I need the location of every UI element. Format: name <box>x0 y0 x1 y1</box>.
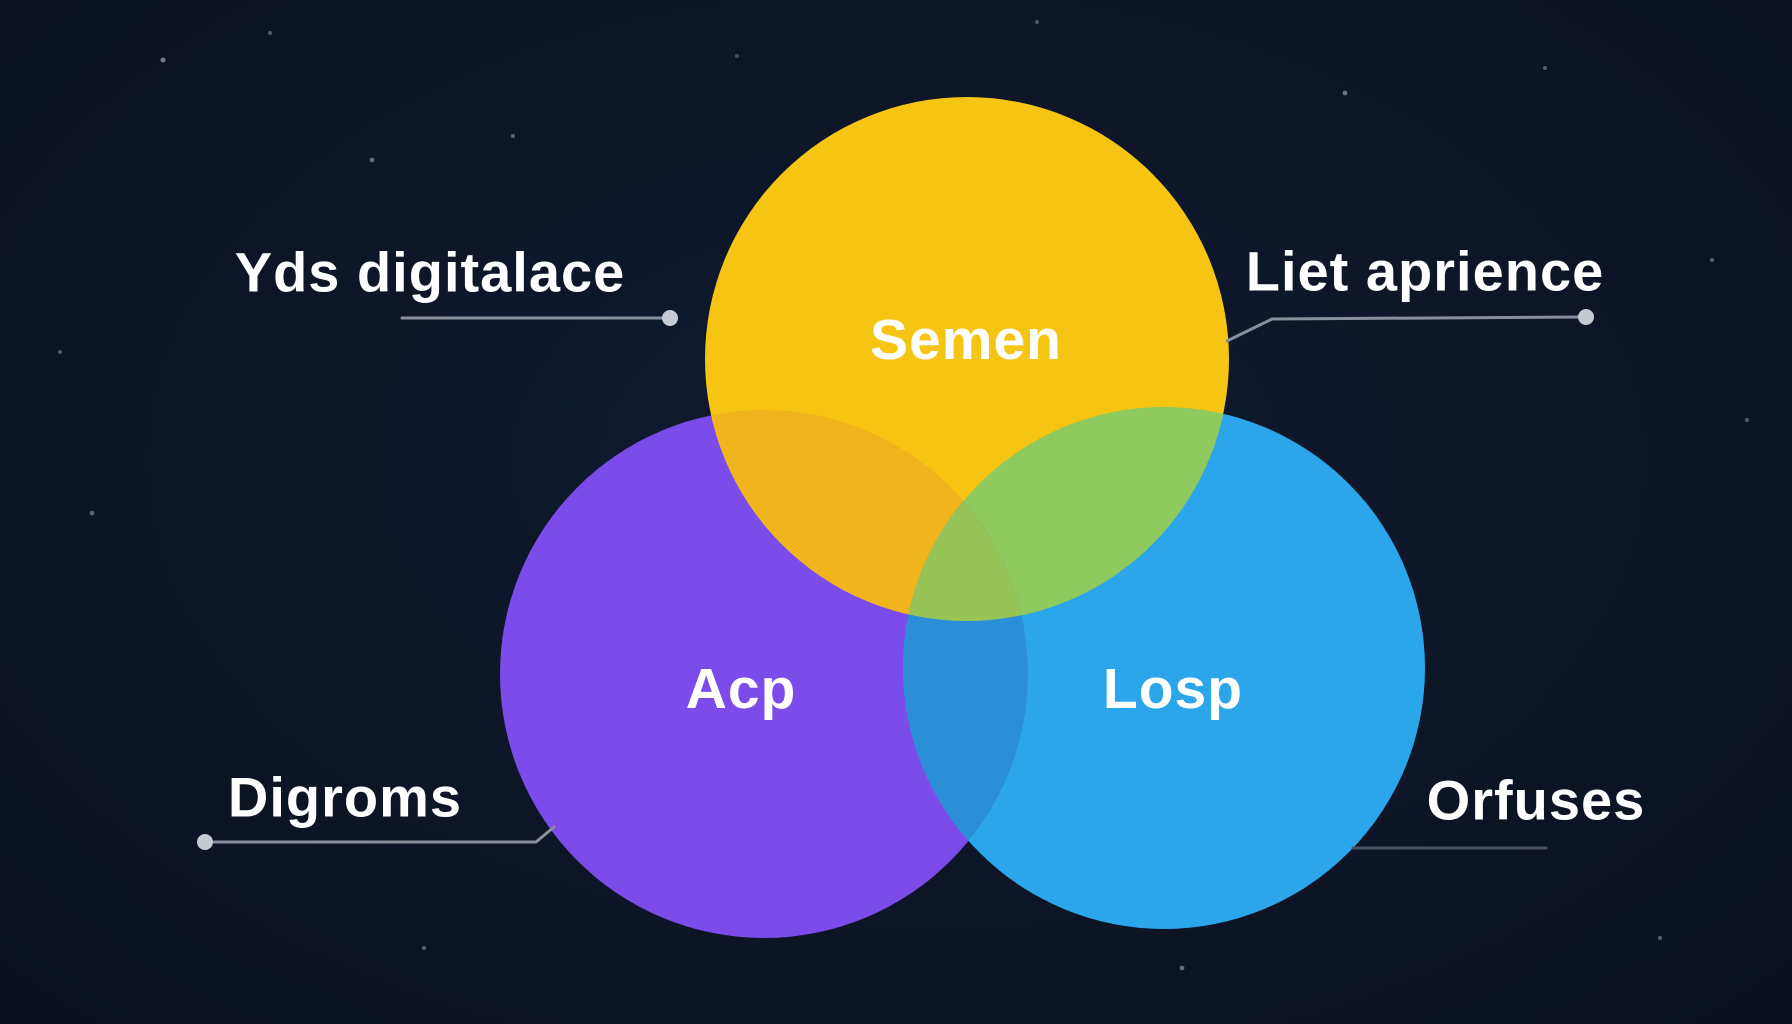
leader-line-top-right <box>1225 315 1582 343</box>
star-speck <box>369 157 375 163</box>
star-speck <box>1710 258 1714 262</box>
star-speck <box>422 946 426 950</box>
star-field <box>58 20 1749 971</box>
overlap-semen-losp <box>903 407 1229 621</box>
star-speck <box>89 510 95 516</box>
overlap-semen-acp <box>705 410 1028 621</box>
leader-dot-bottom-left <box>197 834 213 850</box>
leader-line-bottom-left <box>212 825 556 844</box>
callout-label-bottom-left: Digroms <box>227 765 463 829</box>
callout-label-top-right: Liet aprience <box>1245 239 1605 303</box>
star-speck <box>1543 66 1547 70</box>
star-speck <box>1745 418 1749 422</box>
circle-label-losp: Losp <box>1102 657 1244 721</box>
star-speck <box>268 31 272 35</box>
star-speck <box>511 134 515 138</box>
callout-label-top-left: Yds digitalace <box>234 240 626 304</box>
circle-label-semen: Semen <box>870 308 1062 372</box>
star-speck <box>160 57 166 63</box>
star-speck <box>1658 936 1662 940</box>
callout-label-bottom-right: Orfuses <box>1426 768 1646 832</box>
star-speck <box>735 54 739 58</box>
circle-label-acp: Acp <box>685 657 797 721</box>
star-speck <box>1035 20 1039 24</box>
star-speck <box>1179 965 1185 971</box>
leader-dot-top-left <box>662 310 678 326</box>
star-speck <box>58 350 62 354</box>
star-speck <box>1342 90 1348 96</box>
leader-dot-top-right <box>1578 309 1594 325</box>
